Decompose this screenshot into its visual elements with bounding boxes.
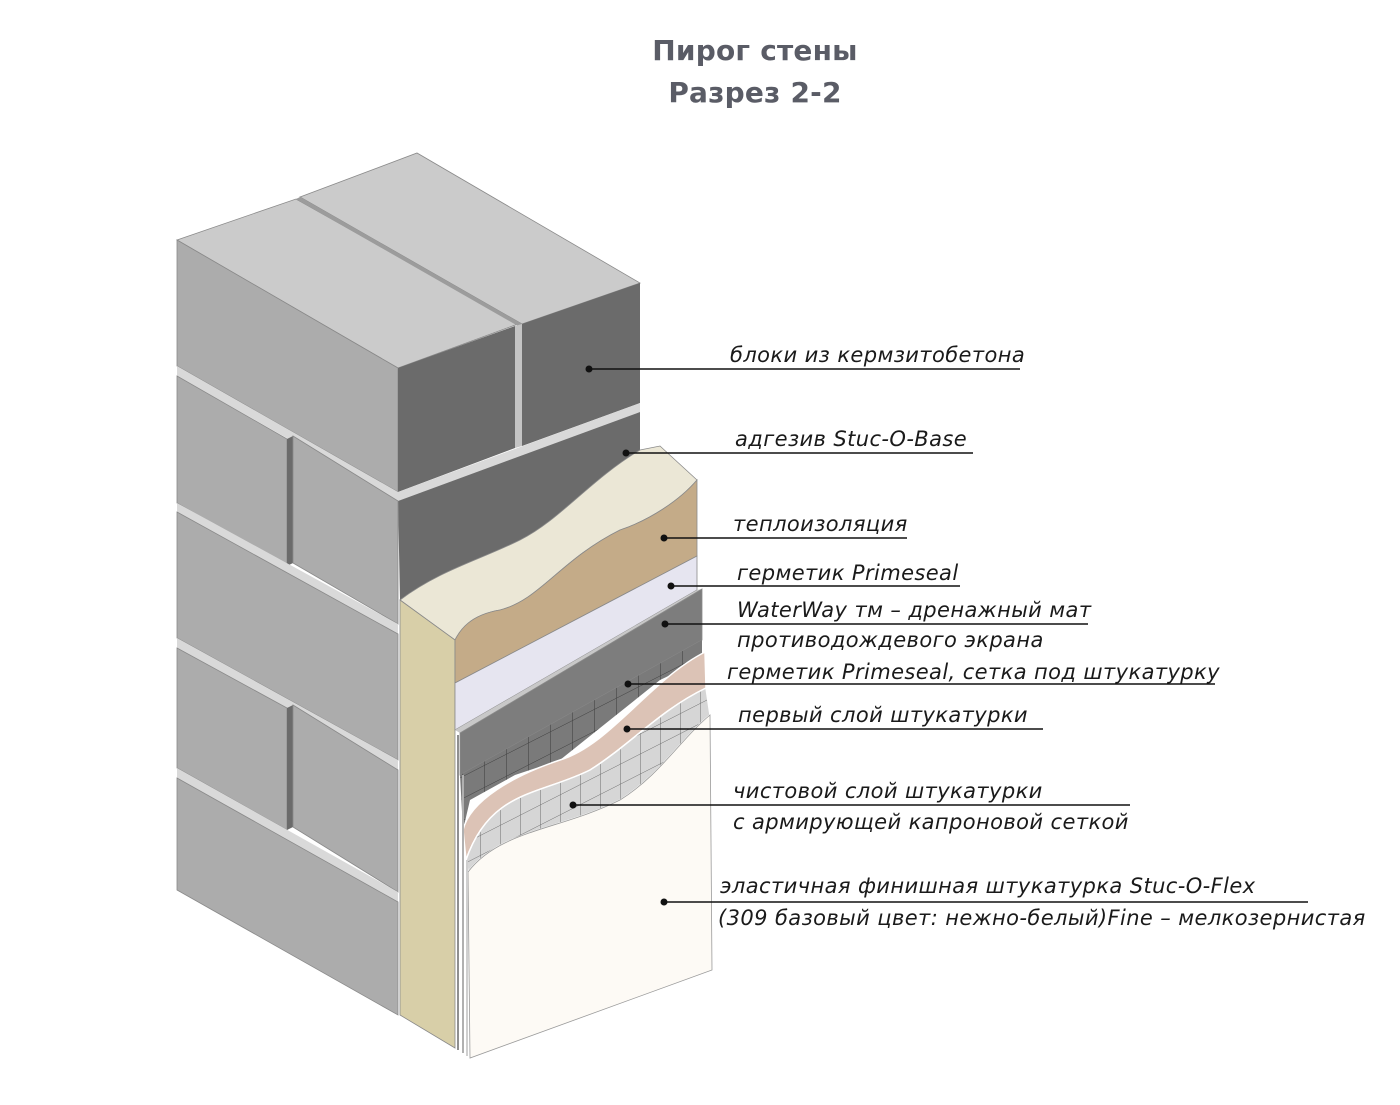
block-side-face — [398, 412, 640, 600]
label-blocks: блоки из кермзитобетона — [730, 343, 1025, 367]
callout-drainage: WaterWay тм – дренажный мат противодожде… — [661, 598, 1092, 652]
masonry-blocks — [176, 152, 641, 1016]
callout-finish-coat: чистовой слой штукатурки с армирующей ка… — [569, 779, 1130, 834]
label-drainage-line2: противодождевого экрана — [737, 628, 1044, 652]
block-side-face — [398, 326, 515, 492]
block-side-face — [522, 283, 640, 446]
primeseal-mesh-layer — [460, 640, 702, 830]
label-first-coat: первый слой штукатурки — [738, 703, 1028, 727]
label-finish-plaster-line1: эластичная финишная штукатурка Stuc-O-Fl… — [720, 874, 1256, 898]
insulation-edge — [399, 599, 456, 1049]
label-primeseal-mesh: герметик Primeseal, сетка под штукатурку — [727, 660, 1220, 684]
diagram-subtitle: Разрез 2-2 — [668, 76, 842, 109]
callouts: блоки из кермзитобетона адгезив Stuc-O-B… — [569, 343, 1366, 930]
callout-finish-plaster: эластичная финишная штукатурка Stuc-O-Fl… — [660, 874, 1366, 930]
mortar-joint — [177, 768, 398, 902]
mortar-joint — [177, 503, 398, 634]
diagram-title: Пирог стены — [652, 34, 858, 67]
wall-layers — [399, 445, 713, 1059]
callout-blocks: блоки из кермзитобетона — [585, 343, 1025, 373]
callout-insulation: теплоизоляция — [660, 512, 908, 542]
callout-primeseal: герметик Primeseal — [667, 561, 960, 590]
label-primeseal: герметик Primeseal — [737, 561, 959, 585]
label-finish-plaster-line2: (309 базовый цвет: нежно-белый)Fine – ме… — [718, 906, 1366, 930]
label-adhesive: адгезив Stuc-O-Base — [735, 427, 967, 451]
callout-primeseal-mesh: герметик Primeseal, сетка под штукатурку — [624, 660, 1220, 688]
block-joint-top — [296, 197, 522, 326]
label-insulation: теплоизоляция — [733, 512, 908, 536]
label-drainage-line1: WaterWay тм – дренажный мат — [737, 598, 1092, 622]
label-finish-coat-line1: чистовой слой штукатурки — [733, 779, 1043, 803]
insulation-layer — [454, 478, 698, 684]
label-finish-coat-line2: с армирующей капроновой сеткой — [733, 810, 1129, 834]
primeseal-lip — [455, 589, 702, 733]
block-joint-vertical — [515, 324, 522, 448]
block-joint-vertical — [287, 705, 293, 830]
callout-adhesive: адгезив Stuc-O-Base — [622, 427, 973, 457]
callout-first-coat: первый слой штукатурки — [623, 703, 1043, 733]
block-joint-vertical — [287, 436, 293, 566]
finish-plaster-layer — [467, 714, 713, 1059]
block-front-face — [176, 777, 399, 1016]
